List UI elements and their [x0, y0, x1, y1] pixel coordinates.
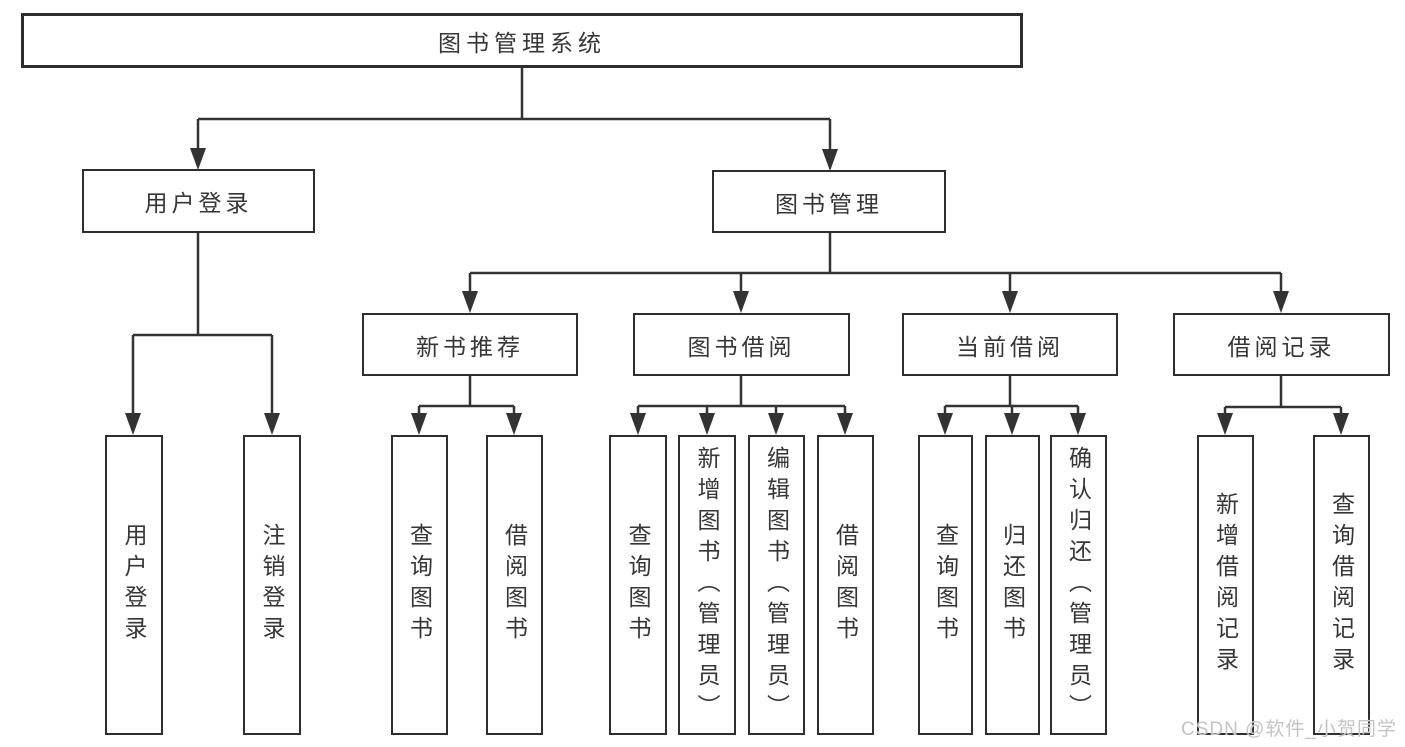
node-current-borrow: 当前借阅 — [902, 313, 1118, 376]
node-new-book-rec: 新书推荐 — [362, 313, 578, 376]
leaf-return-book: 归还图书 — [985, 435, 1040, 735]
leaf-confirm-return-admin: 确认归还（管理员） — [1050, 435, 1107, 735]
leaf-current-query-book: 查询图书 — [918, 435, 973, 735]
leaf-add-book-admin: 新增图书（管理员） — [678, 435, 736, 735]
node-root-system: 图书管理系统 — [21, 13, 1023, 68]
connector-book-mgmt-to-level3 — [462, 233, 1289, 313]
leaf-rec-query-book: 查询图书 — [391, 435, 448, 735]
leaf-query-borrow-record: 查询借阅记录 — [1313, 435, 1370, 735]
connector-borrow-records-to-leaves — [1217, 376, 1349, 435]
connector-new-book-rec-to-leaves — [411, 376, 522, 435]
leaf-borrow-query-book: 查询图书 — [609, 435, 667, 735]
leaf-add-borrow-record: 新增借阅记录 — [1197, 435, 1254, 735]
node-borrow-records: 借阅记录 — [1173, 313, 1390, 376]
connector-current-borrow-to-leaves — [937, 376, 1086, 435]
leaf-user-login: 用户登录 — [105, 435, 163, 735]
leaf-edit-book-admin: 编辑图书（管理员） — [748, 435, 805, 735]
leaf-logout: 注销登录 — [243, 435, 301, 735]
connector-root-to-level2 — [190, 68, 838, 171]
node-book-borrow: 图书借阅 — [633, 313, 850, 376]
csdn-watermark: CSDN @软件_小贺同学 — [1181, 719, 1397, 740]
connector-user-login-to-leaves — [125, 233, 280, 435]
connector-book-borrow-to-leaves — [630, 376, 853, 435]
node-book-mgmt: 图书管理 — [712, 170, 946, 233]
node-user-login: 用户登录 — [82, 169, 315, 233]
leaf-rec-borrow-book: 借阅图书 — [486, 435, 543, 735]
leaf-borrow-book: 借阅图书 — [817, 435, 874, 735]
